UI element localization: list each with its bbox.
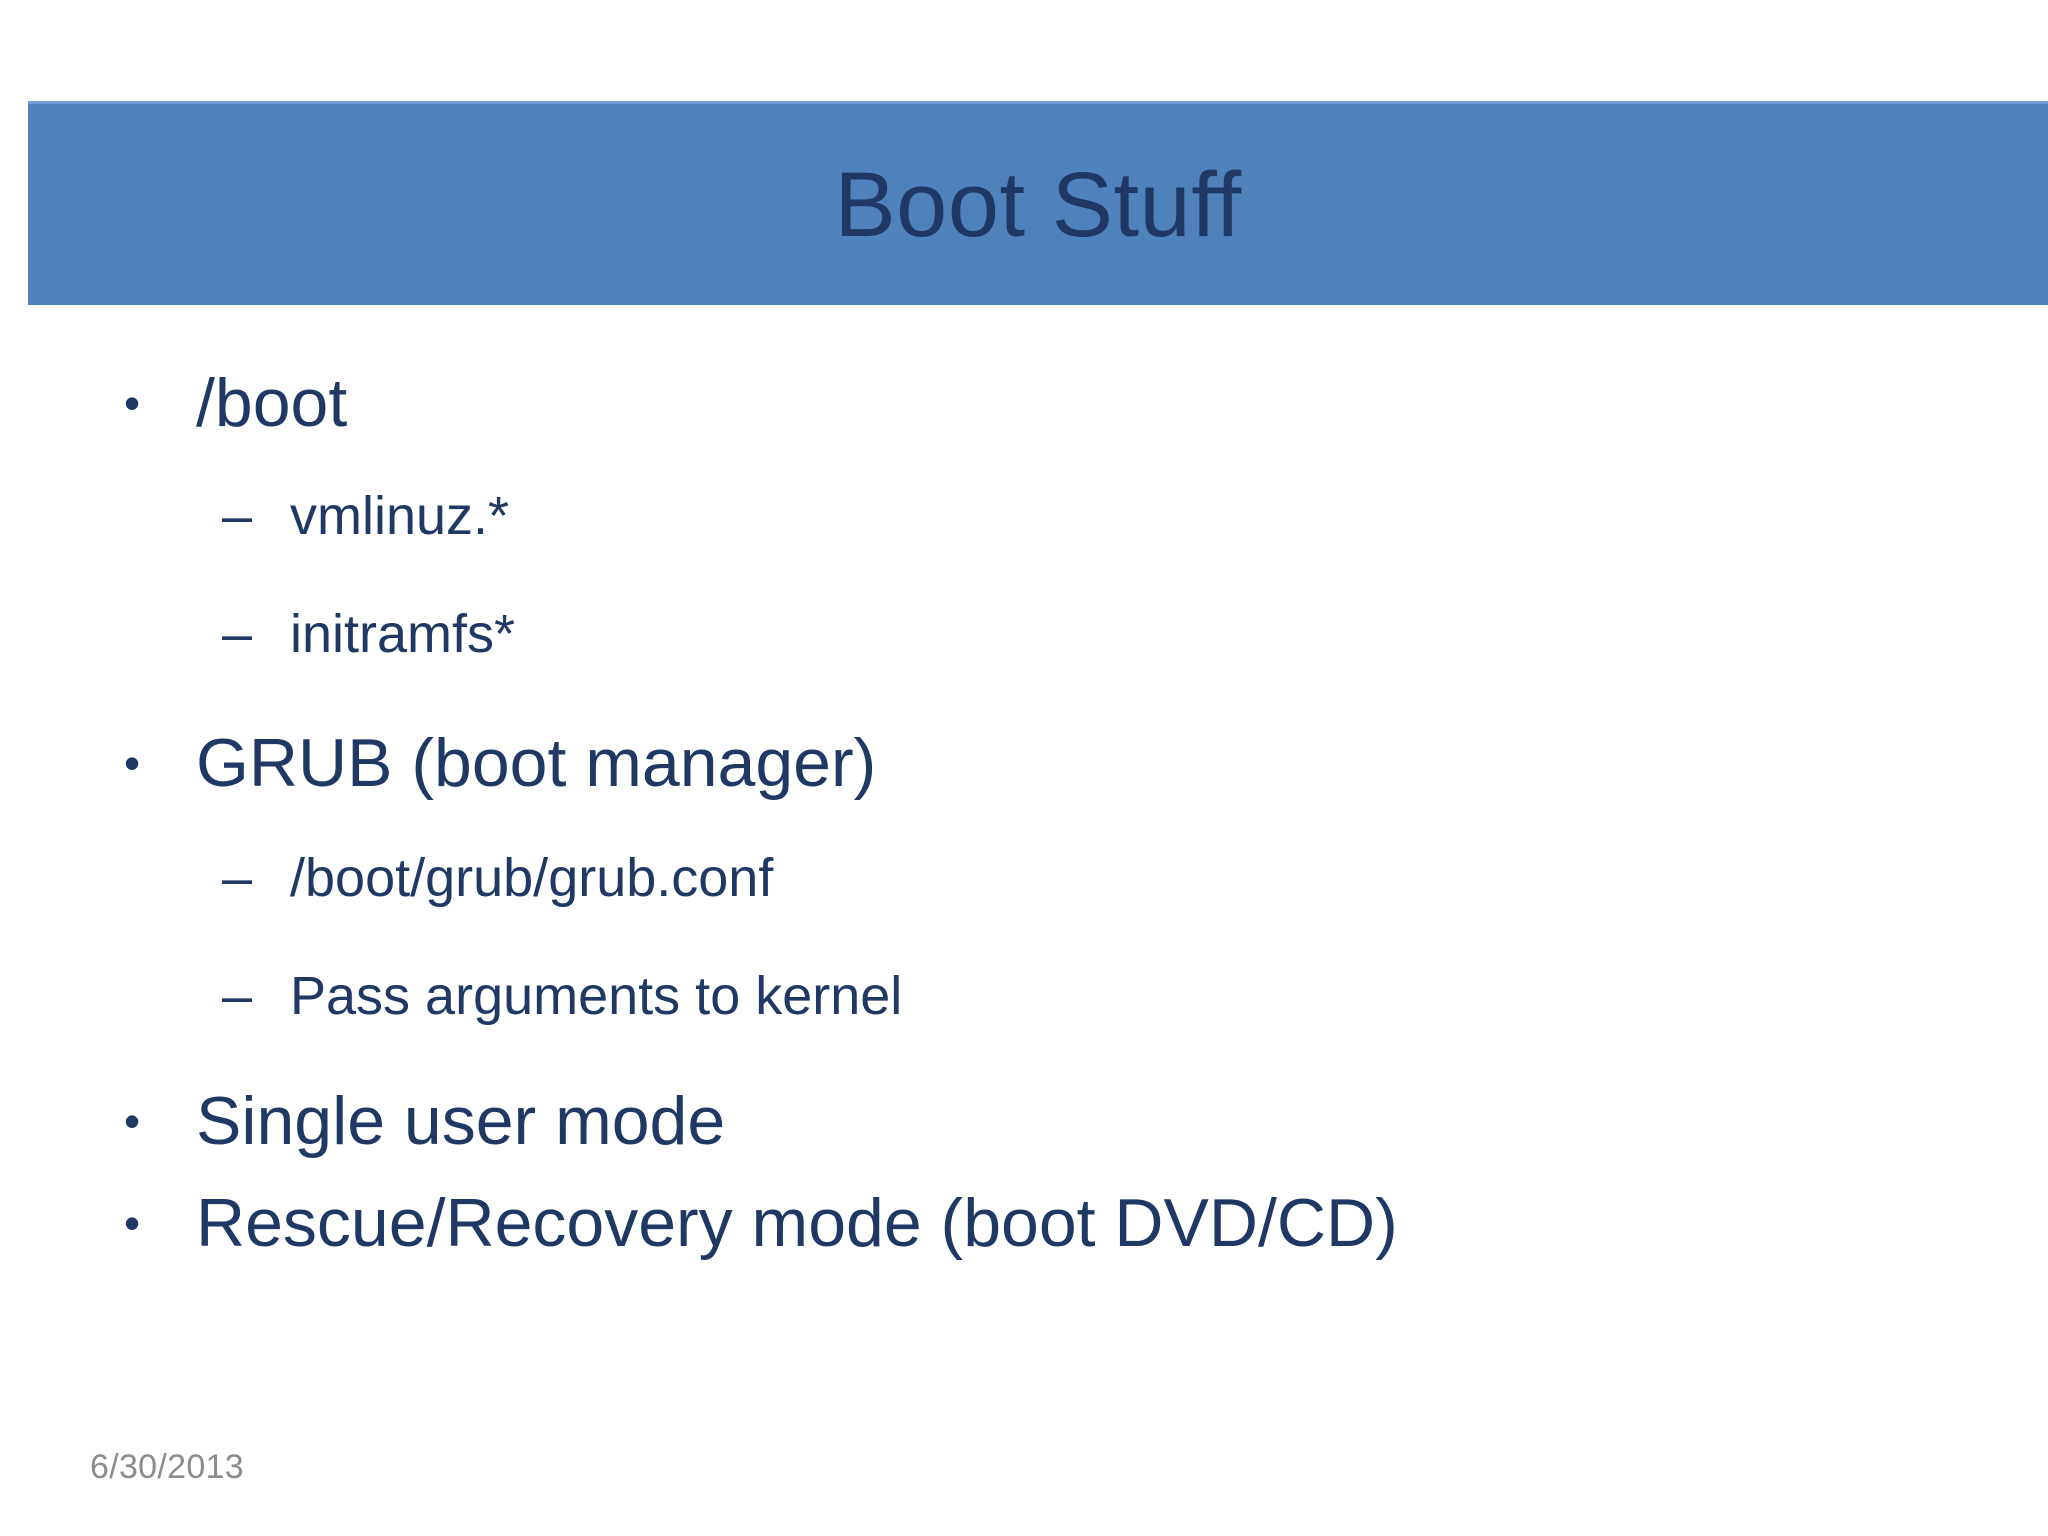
list-item-label: /boot/grub/grub.conf xyxy=(290,848,774,908)
list-item: –Pass arguments to kernel xyxy=(0,957,2048,1035)
bullet-dash-icon: – xyxy=(222,966,253,1026)
list-item-label: Pass arguments to kernel xyxy=(290,966,903,1026)
bullet-dot-icon: • xyxy=(124,1197,141,1249)
bullet-dash-icon: – xyxy=(222,486,253,546)
list-item-label: /boot xyxy=(196,365,348,441)
list-item: • Single user mode xyxy=(0,1075,2048,1167)
title-banner: Boot Stuff xyxy=(28,101,2048,305)
bullet-dash-icon: – xyxy=(222,848,253,908)
list-item-label: vmlinuz.* xyxy=(290,486,510,546)
bullet-dot-icon: • xyxy=(124,377,141,429)
bullet-dot-icon: • xyxy=(124,737,141,789)
bullet-dash-icon: – xyxy=(222,604,253,664)
footer-date: 6/30/2013 xyxy=(90,1448,244,1486)
list-item: –initramfs* xyxy=(0,595,2048,673)
list-item: • Rescue/Recovery mode (boot DVD/CD) xyxy=(0,1177,2048,1269)
list-item-label: Rescue/Recovery mode (boot DVD/CD) xyxy=(196,1185,1398,1261)
list-item-label: GRUB (boot manager) xyxy=(196,725,877,801)
page-title: Boot Stuff xyxy=(834,154,1242,256)
list-item: –/boot/grub/grub.conf xyxy=(0,839,2048,917)
list-item-label: Single user mode xyxy=(196,1083,726,1159)
list-item: –vmlinuz.* xyxy=(0,477,2048,555)
list-item-label: initramfs* xyxy=(290,604,516,664)
list-item: • GRUB (boot manager) xyxy=(0,717,2048,809)
bullet-dot-icon: • xyxy=(124,1095,141,1147)
list-item: • /boot xyxy=(0,357,2048,449)
